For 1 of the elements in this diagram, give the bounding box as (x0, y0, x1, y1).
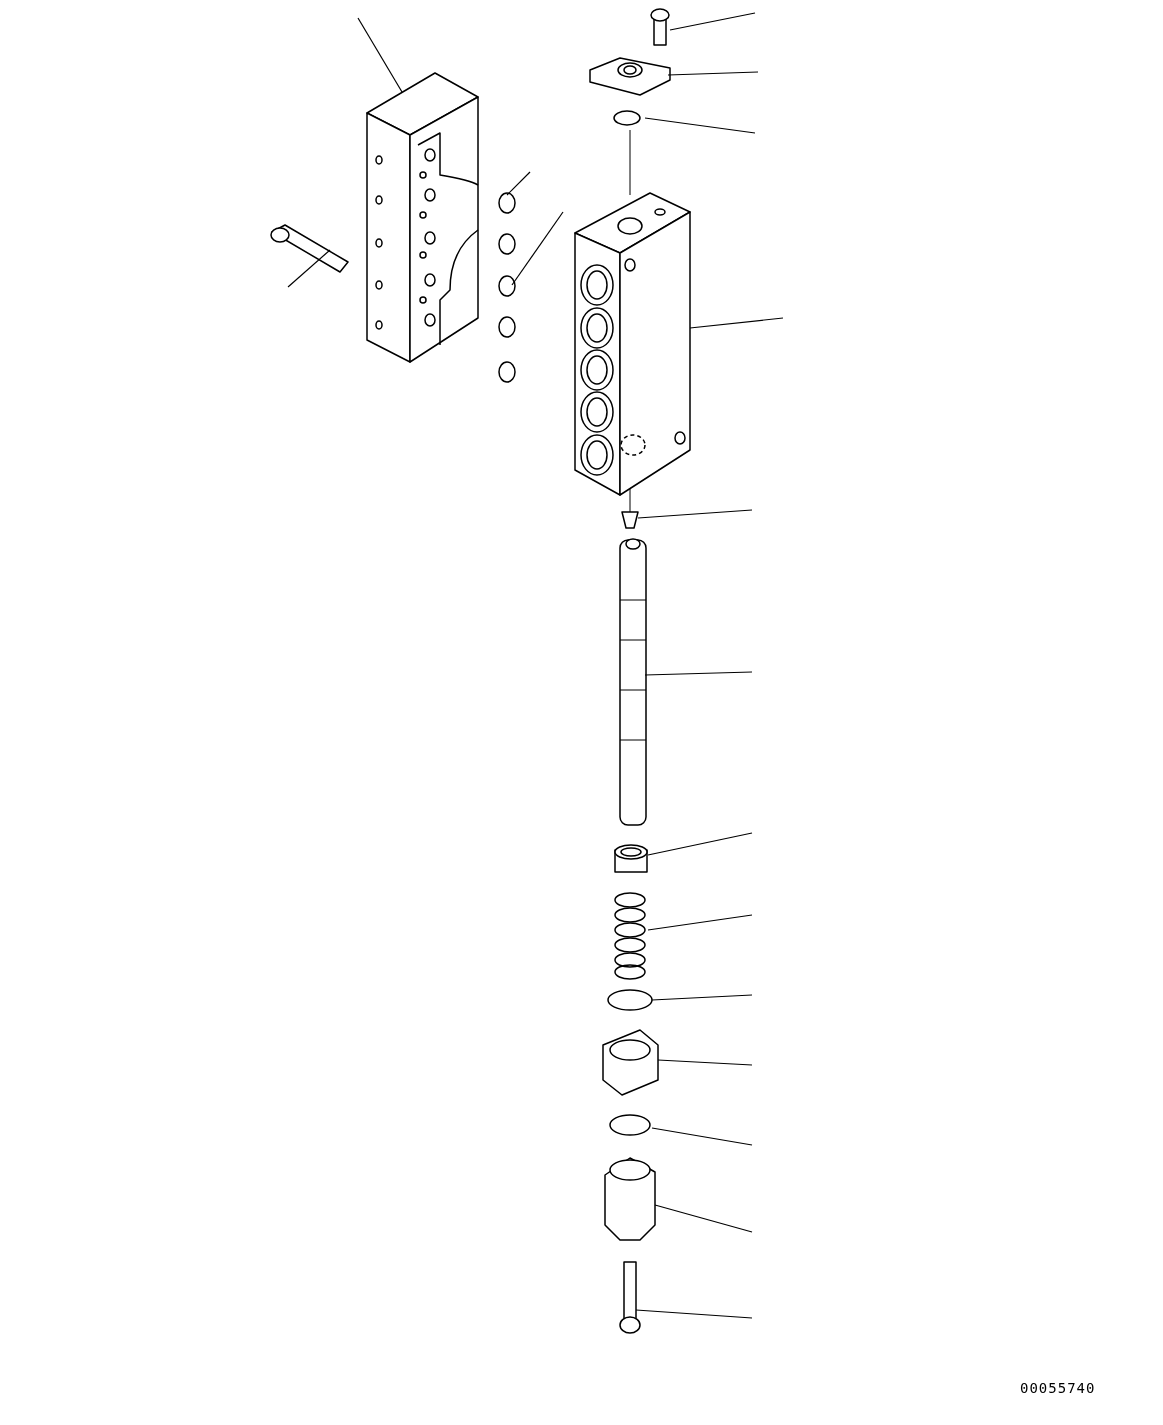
drawing-number: 00055740 (1020, 1380, 1096, 1396)
